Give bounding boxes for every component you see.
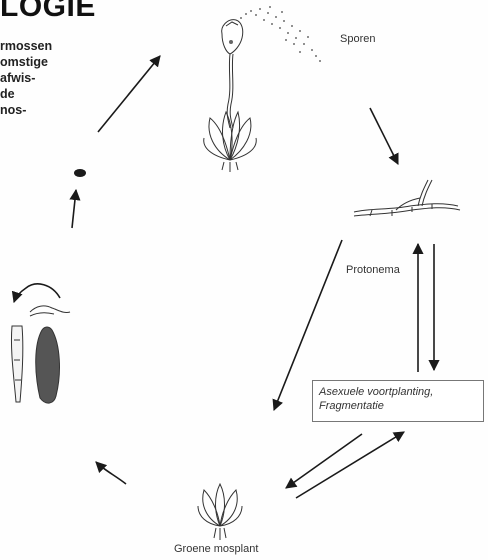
sporophyte-illustration xyxy=(204,6,321,172)
cycle-arrows xyxy=(14,56,434,498)
arrow-zygote-to-sporophyte xyxy=(98,56,160,132)
arrow-gametangia-to-zygote xyxy=(72,190,76,228)
spore-dots-icon xyxy=(235,6,321,62)
gametangia-illustration xyxy=(11,306,70,403)
arrow-fertilization-curve xyxy=(14,284,60,302)
zygote-dot xyxy=(74,169,86,177)
label-sporen: Sporen xyxy=(340,33,375,45)
arrow-plant-to-gametangia xyxy=(96,462,126,484)
protonema-illustration xyxy=(354,180,460,216)
arrow-box-to-plant xyxy=(286,434,362,488)
box-line-2: Fragmentatie xyxy=(319,399,477,413)
label-groene-mosplant: Groene mosplant xyxy=(174,543,258,555)
young-moss-plant-illustration xyxy=(198,484,242,540)
box-line-1: Asexuele voortplanting, xyxy=(319,385,477,399)
asexual-reproduction-box: Asexuele voortplanting, Fragmentatie xyxy=(312,380,484,422)
label-protonema: Protonema xyxy=(346,264,400,276)
arrow-spores-to-protonema xyxy=(370,108,398,164)
